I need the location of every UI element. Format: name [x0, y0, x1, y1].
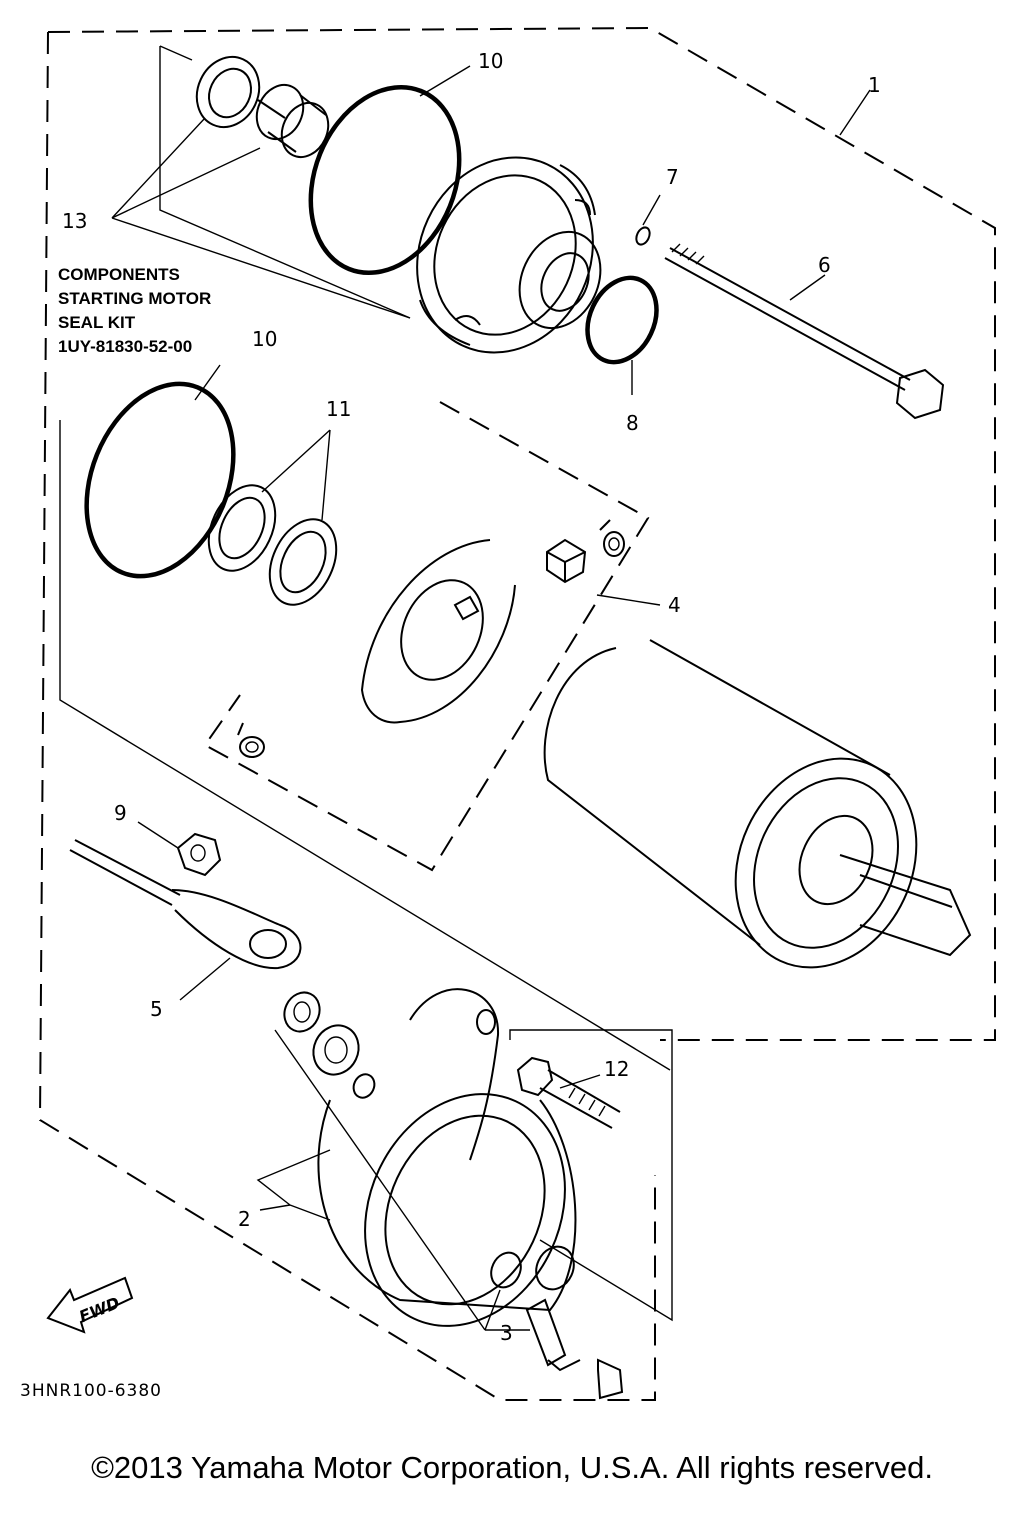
part-label-3: 3 [500, 1321, 513, 1345]
part-label-8: 8 [626, 411, 639, 435]
o-ring-lower-part [84, 381, 236, 579]
fwd-arrow-label: FWD [76, 1293, 122, 1326]
brush-plate-part [360, 539, 516, 724]
kit-note-line-2: STARTING MOTOR [58, 289, 211, 308]
part-label-11: 11 [326, 397, 351, 421]
brush-spring-lower-part [237, 722, 265, 758]
o-ring-8-part [585, 275, 659, 365]
part-label-1: 1 [868, 73, 881, 97]
leader-lines [59, 45, 871, 1331]
fwd-arrow-icon: FWD [46, 1276, 134, 1334]
screw-set-boundary [509, 1029, 673, 1322]
brush-set-boundary [203, 401, 650, 872]
lead-wire-part [69, 839, 302, 970]
part-label-6: 6 [818, 253, 831, 277]
motor-yoke-part [543, 639, 972, 969]
brush-block-part [546, 538, 587, 584]
brush-spring-upper-part [599, 519, 625, 557]
part-label-4: 4 [668, 593, 681, 617]
assembly-boundary-outline [38, 26, 996, 1401]
part-label-13: 13 [62, 209, 87, 233]
kit-note-line-4: 1UY-81830-52-00 [58, 337, 192, 356]
part-label-10-upper: 10 [478, 49, 503, 73]
front-cover-part [416, 156, 602, 354]
kit-note-line-1: COMPONENTS [58, 265, 180, 284]
washer-set-part [207, 484, 338, 606]
nut-part [176, 832, 222, 877]
oil-seal-part [195, 55, 261, 129]
part-label-7: 7 [666, 165, 679, 189]
insulator-washers-part [283, 991, 376, 1099]
part-label-12: 12 [604, 1057, 629, 1081]
copyright-notice: ©2013 Yamaha Motor Corporation, U.S.A. A… [91, 1450, 933, 1485]
part-label-9: 9 [114, 801, 127, 825]
through-bolt-part [664, 243, 945, 420]
rear-cover-part [317, 988, 577, 1327]
needle-bearing-part [255, 83, 330, 159]
kit-note-line-3: SEAL KIT [58, 313, 136, 332]
part-label-2: 2 [238, 1207, 251, 1231]
o-ring-upper-part [308, 84, 462, 276]
drawing-code: 3HNR100-6380 [20, 1381, 162, 1401]
screw-part [516, 1056, 621, 1129]
part-label-10-lower: 10 [252, 327, 277, 351]
part-label-5: 5 [150, 997, 163, 1021]
terminal-bolt-part [525, 1298, 624, 1400]
small-o-ring-part [635, 226, 651, 246]
